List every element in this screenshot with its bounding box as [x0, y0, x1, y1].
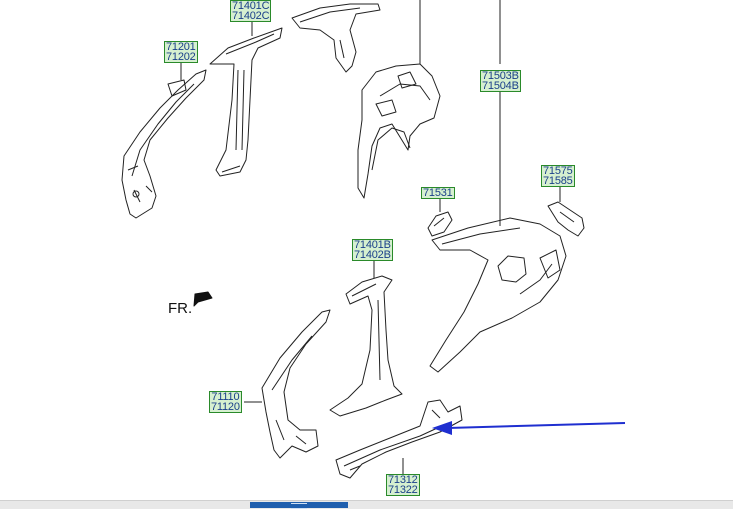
part-code: 71110: [211, 391, 240, 403]
part-code: 71312: [388, 474, 418, 486]
part-code: 71504B: [482, 80, 519, 92]
part-label-c-pillar-inner[interactable]: 71401C 71402C: [230, 0, 272, 22]
scrollbar-grip-icon: [291, 503, 307, 509]
rear-wheelhouse-part: [357, 63, 441, 199]
part-code: 71401B: [354, 239, 391, 251]
part-code: 71585: [543, 175, 573, 187]
part-label-front-pillar[interactable]: 71110 71120: [209, 391, 242, 413]
part-label-side-sill[interactable]: 71312 71322: [386, 474, 420, 496]
part-label-fuel-door[interactable]: 71531: [421, 187, 455, 199]
part-label-quarter-panel[interactable]: 71503B 71504B: [480, 70, 521, 92]
part-code: 71401C: [232, 0, 270, 12]
b-pillar-outer-part: [329, 275, 403, 417]
part-code: 71531: [423, 187, 453, 199]
part-code: 71322: [388, 484, 418, 496]
quarter-panel-part: [429, 217, 567, 373]
part-code: 71503B: [482, 70, 519, 82]
part-label-b-pillar-outer[interactable]: 71401B 71402B: [352, 239, 393, 261]
tail-lamp-bracket-part: [547, 201, 585, 237]
front-direction-arrow-icon: [193, 291, 213, 307]
part-label-tail-lamp-bracket[interactable]: 71575 71585: [541, 165, 575, 187]
side-sill-part: [335, 399, 463, 479]
a-pillar-upper-part: [121, 69, 207, 219]
b-pillar-inner-part: [209, 27, 283, 177]
front-pillar-part: [261, 309, 331, 459]
front-orientation-label: FR.: [168, 300, 193, 317]
part-code: 71202: [166, 51, 196, 63]
part-code: 71575: [543, 165, 573, 177]
part-code: 71402C: [232, 10, 270, 22]
part-label-a-pillar-upper[interactable]: 71201 71202: [164, 41, 198, 63]
part-code: 71402B: [354, 249, 391, 261]
roof-rail-bracket-part: [291, 3, 381, 73]
part-code: 71201: [166, 41, 196, 53]
callout-arrow: [432, 421, 626, 435]
fuel-door-part: [427, 211, 453, 237]
scrollbar-thumb[interactable]: [250, 502, 348, 509]
part-code: 71120: [211, 401, 240, 413]
